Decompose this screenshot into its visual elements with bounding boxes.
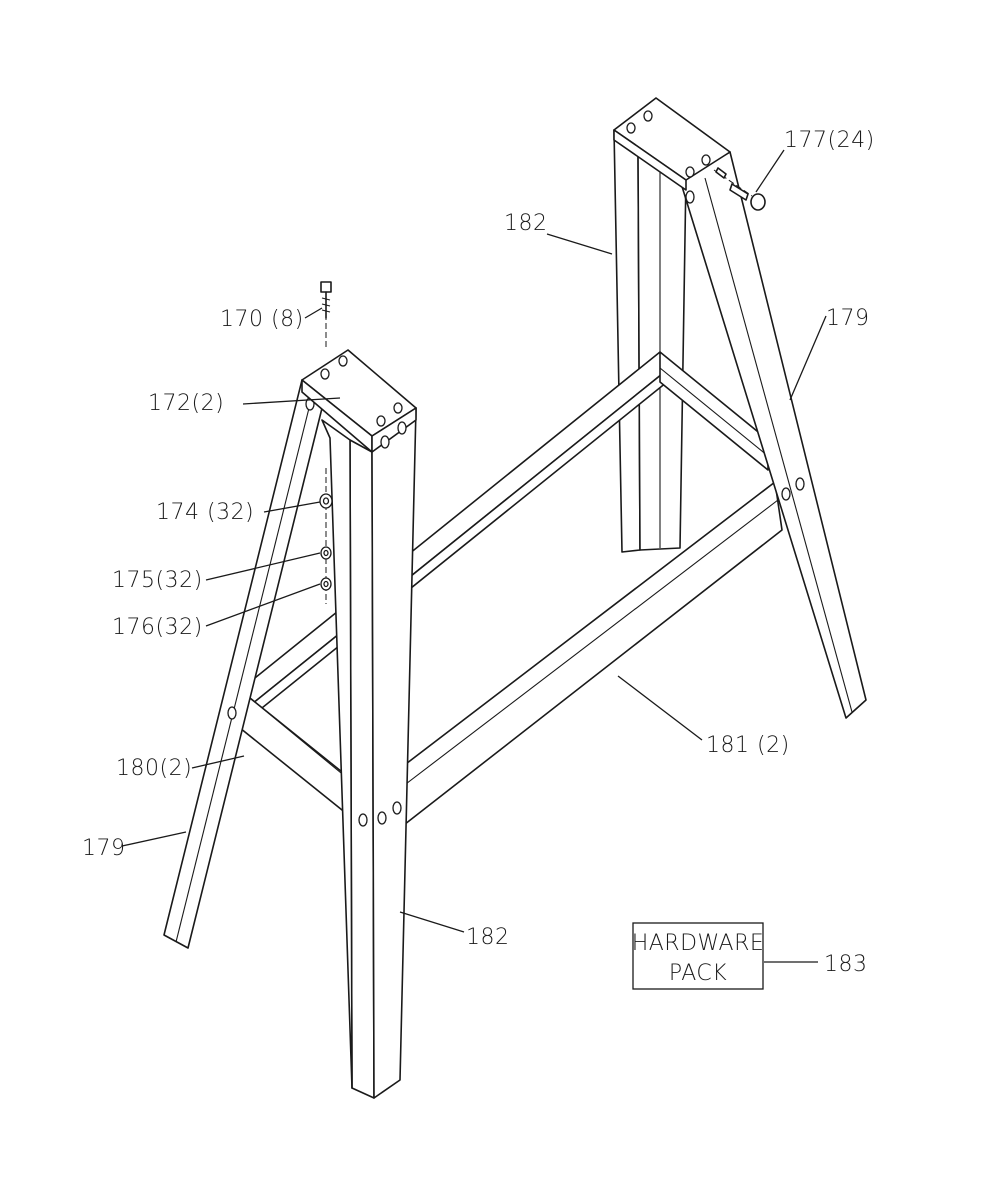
- label-183: 183: [824, 952, 868, 977]
- rear-top-cap-172: [613, 97, 731, 204]
- right-leg-179: [679, 151, 867, 719]
- label-179-right: 179: [826, 306, 870, 331]
- label-176: 176(32): [112, 615, 203, 640]
- bolt-170: [320, 281, 332, 350]
- label-174: 174 (32): [156, 500, 254, 525]
- label-175: 175(32): [112, 568, 203, 593]
- label-180: 180(2): [116, 756, 192, 781]
- front-leg-182: [321, 407, 417, 1099]
- rear-leg-182: [613, 129, 687, 553]
- bolt-177: [713, 167, 766, 211]
- label-182-rear: 182: [504, 211, 548, 236]
- rail-180-front: [239, 689, 353, 819]
- label-182-front: 182: [466, 925, 510, 950]
- label-179-left: 179: [82, 836, 126, 861]
- label-177: 177(24): [784, 128, 875, 153]
- front-top-cap-172: [301, 349, 417, 453]
- hardware-pack-box: [632, 922, 764, 990]
- part-labels: 170 (8) 172(2) 174 (32) 175(32) 176(32) …: [82, 128, 875, 986]
- hardware-stack: [319, 468, 333, 604]
- hardware-pack-line1: HARDWARE: [632, 931, 765, 956]
- label-181: 181 (2): [706, 733, 790, 758]
- label-172: 172(2): [148, 391, 224, 416]
- rail-180-rear: [659, 351, 769, 471]
- label-170: 170 (8): [220, 307, 304, 332]
- hardware-pack-line2: PACK: [669, 961, 727, 986]
- leader-lines: [121, 149, 827, 963]
